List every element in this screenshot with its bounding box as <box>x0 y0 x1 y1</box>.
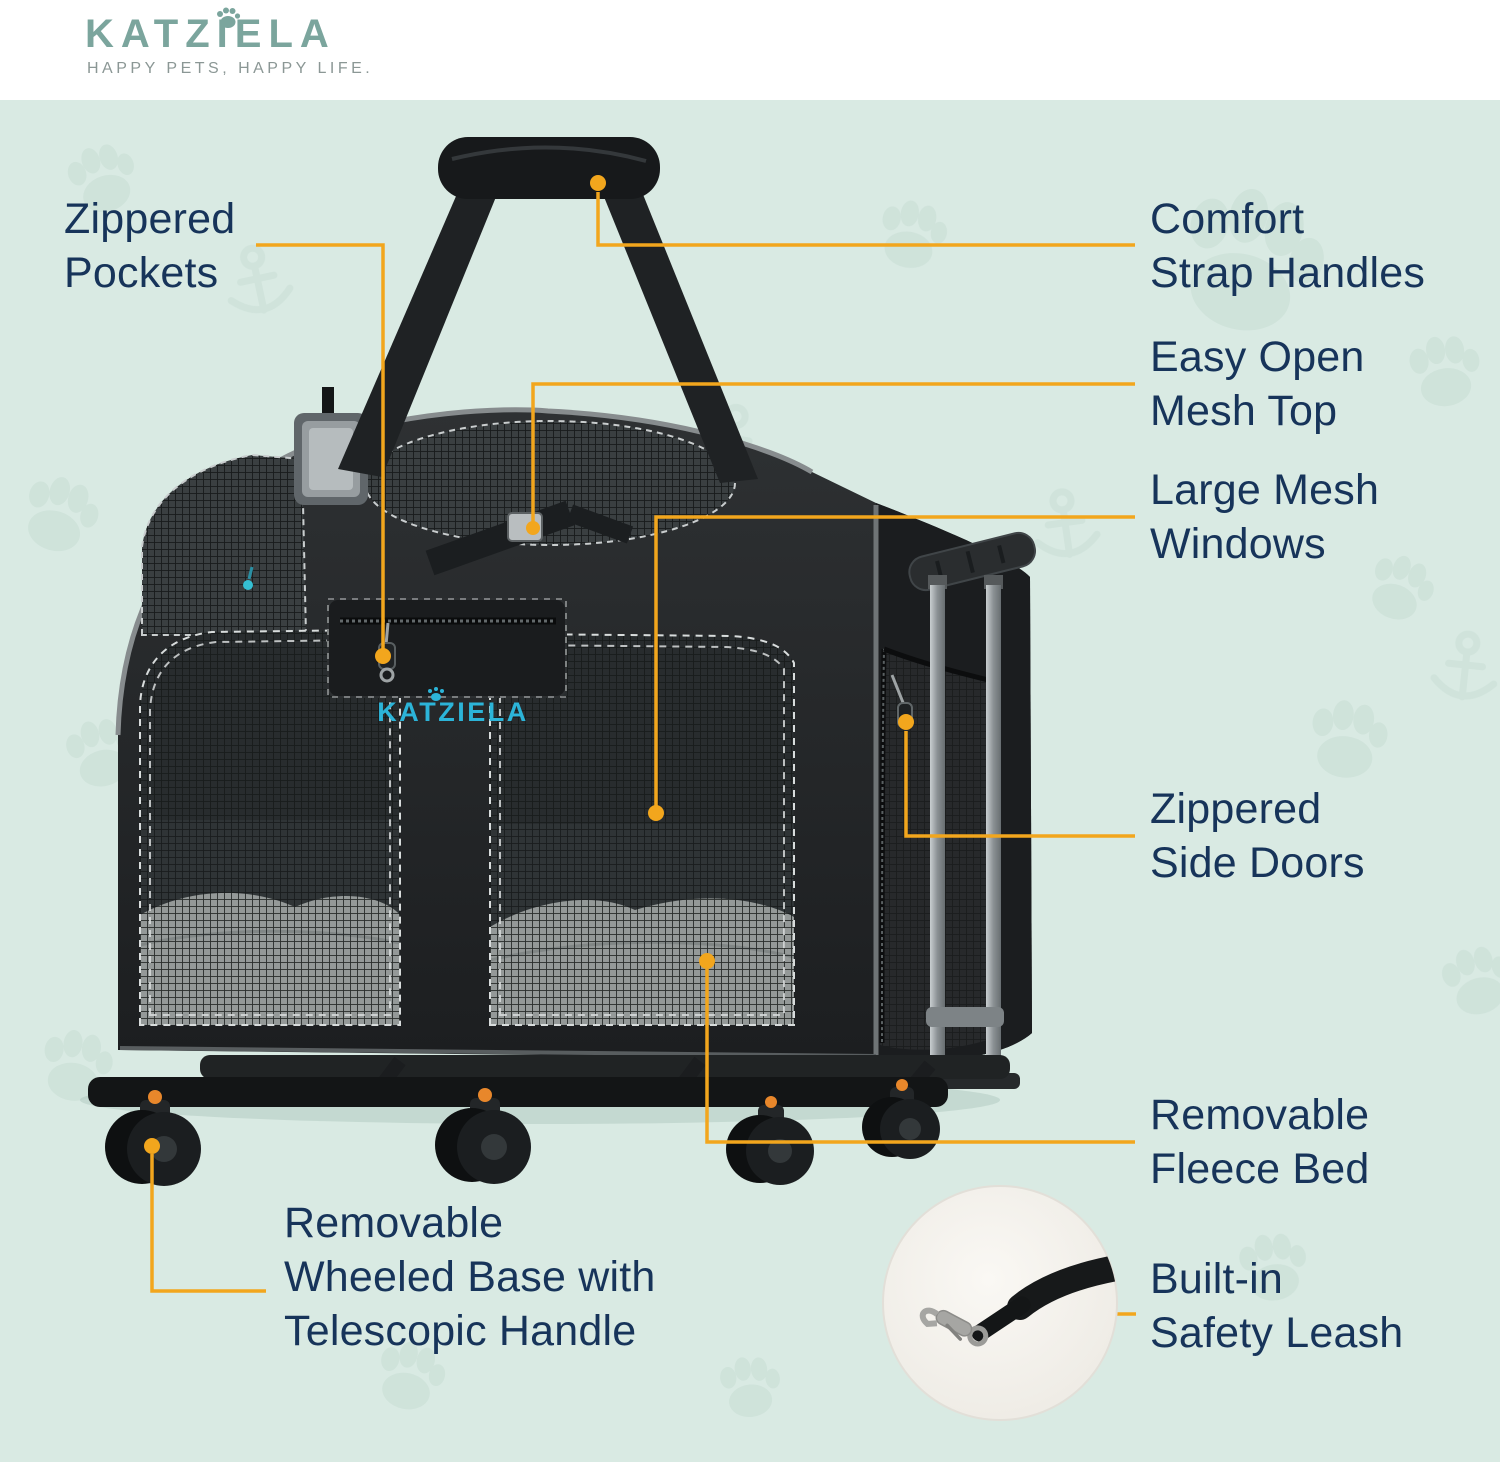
callout-comfort-strap-handles: Comfort Strap Handles <box>1150 195 1426 298</box>
paw-icon <box>217 7 241 28</box>
callout-dot-removable-wheeled-base <box>144 1138 160 1154</box>
brand-text: KATZIELA <box>85 12 336 56</box>
callout-zippered-side-doors: Zippered Side Doors <box>1150 785 1365 888</box>
callout-line-large-mesh-windows <box>654 515 1135 806</box>
header: KATZIELA HAPPY PETS, HAPPY LIFE. <box>0 0 1500 100</box>
callout-lines <box>144 175 1136 1316</box>
callout-dot-comfort-strap-handles <box>590 175 606 191</box>
callout-dot-large-mesh-windows <box>648 805 664 821</box>
caster-wheel <box>105 1090 201 1186</box>
callout-built-in-safety-leash: Built-in Safety Leash <box>1150 1255 1404 1358</box>
callout-removable-fleece-bed: Removable Fleece Bed <box>1150 1091 1370 1194</box>
brand-logo: KATZIELA <box>85 7 336 56</box>
callout-dot-zippered-side-doors <box>898 714 914 730</box>
callout-easy-open-mesh-top: Easy Open Mesh Top <box>1150 333 1365 436</box>
callout-line-zippered-side-doors <box>904 731 1135 838</box>
pet-carrier-image: KATZIELA <box>80 137 1036 1186</box>
callout-line-removable-fleece-bed <box>705 969 1135 1144</box>
leash-clasp-photo <box>882 1185 1118 1421</box>
bag-logo: KATZIELA <box>377 687 528 727</box>
callout-dot-zippered-pockets <box>375 648 391 664</box>
callout-line-zippered-pockets <box>256 243 385 649</box>
callout-dot-easy-open-mesh-top <box>526 521 540 535</box>
callout-removable-wheeled-base: Removable Wheeled Base with Telescopic H… <box>284 1199 656 1356</box>
callout-large-mesh-windows: Large Mesh Windows <box>1150 466 1380 569</box>
callout-line-easy-open-mesh-top <box>531 382 1135 523</box>
brand-tagline: HAPPY PETS, HAPPY LIFE. <box>87 60 374 77</box>
callout-zippered-pockets: Zippered Pockets <box>64 195 236 298</box>
callout-dot-removable-fleece-bed <box>699 953 715 969</box>
callout-line-comfort-strap-handles <box>596 192 1135 247</box>
caster-wheel <box>435 1088 531 1184</box>
bag-logo-text: KATZIELA <box>377 697 528 727</box>
callout-line-removable-wheeled-base <box>150 1154 266 1293</box>
scene: KATZIELA <box>0 100 1500 1462</box>
caster-wheel <box>726 1096 814 1185</box>
